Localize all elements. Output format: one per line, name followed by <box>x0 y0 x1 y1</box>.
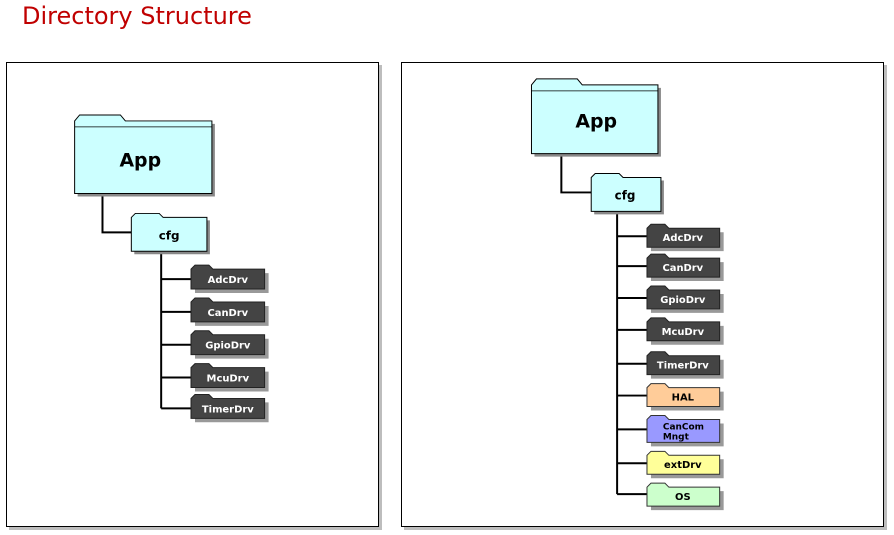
right-mcudrv-label: McuDrv <box>662 327 705 338</box>
right-gpiodrv-label: GpioDrv <box>660 295 706 306</box>
left-mcudrv-label: McuDrv <box>207 374 250 385</box>
left-timerdrv-label: TimerDrv <box>202 404 254 415</box>
right-hal-label: HAL <box>672 393 695 404</box>
right-cancom-folder-icon[interactable]: CanCom Mngt <box>646 414 724 447</box>
right-extdrv-folder-icon[interactable]: extDrv <box>646 450 724 479</box>
left-adcdrv-folder-icon[interactable]: AdcDrv <box>190 264 269 294</box>
right-cancom-label-line1: CanCom <box>663 422 704 432</box>
right-os-label: OS <box>675 492 691 503</box>
left-mcudrv-folder-icon[interactable]: McuDrv <box>190 363 269 392</box>
right-adcdrv-folder-icon[interactable]: AdcDrv <box>646 223 724 252</box>
right-gpiodrv-folder-icon[interactable]: GpioDrv <box>646 285 724 313</box>
left-connectors <box>101 188 192 410</box>
left-timerdrv-folder-icon[interactable]: TimerDrv <box>190 393 269 423</box>
right-timerdrv-label: TimerDrv <box>657 361 709 372</box>
right-cfg-folder-icon[interactable]: cfg <box>590 173 664 215</box>
left-tree-diagram: App cfg AdcDrv CanDrv GpioDrv McuDrv Tim… <box>74 114 269 423</box>
right-connectors <box>560 148 647 496</box>
right-adcdrv-label: AdcDrv <box>663 233 704 244</box>
right-timerdrv-folder-icon[interactable]: TimerDrv <box>646 351 724 379</box>
right-cfg-label: cfg <box>615 188 636 202</box>
left-gpiodrv-folder-icon[interactable]: GpioDrv <box>190 330 269 359</box>
right-tree-panel: App cfg AdcDrv CanDrv GpioDrv McuDrv Tim… <box>401 62 884 527</box>
left-adcdrv-label: AdcDrv <box>208 275 249 286</box>
right-app-label: App <box>575 111 617 133</box>
left-candrv-label: CanDrv <box>207 308 248 319</box>
right-candrv-label: CanDrv <box>662 263 703 274</box>
right-mcudrv-folder-icon[interactable]: McuDrv <box>646 317 724 345</box>
right-hal-folder-icon[interactable]: HAL <box>646 383 724 411</box>
left-tree-panel: App cfg AdcDrv CanDrv GpioDrv McuDrv Tim… <box>6 62 379 527</box>
right-os-folder-icon[interactable]: OS <box>646 482 724 511</box>
right-candrv-folder-icon[interactable]: CanDrv <box>646 253 724 282</box>
right-app-folder-icon[interactable]: App <box>530 78 661 157</box>
left-cfg-folder-icon[interactable]: cfg <box>130 212 210 255</box>
left-app-folder-icon[interactable]: App <box>74 114 215 197</box>
page-title: Directory Structure <box>22 2 252 30</box>
left-gpiodrv-label: GpioDrv <box>205 341 251 352</box>
left-app-label: App <box>119 150 161 172</box>
right-extdrv-label: extDrv <box>664 460 702 471</box>
right-tree-diagram: App cfg AdcDrv CanDrv GpioDrv McuDrv Tim… <box>530 78 724 511</box>
left-cfg-label: cfg <box>159 228 180 242</box>
right-cancom-label-line2: Mngt <box>663 432 690 442</box>
left-candrv-folder-icon[interactable]: CanDrv <box>190 297 269 326</box>
